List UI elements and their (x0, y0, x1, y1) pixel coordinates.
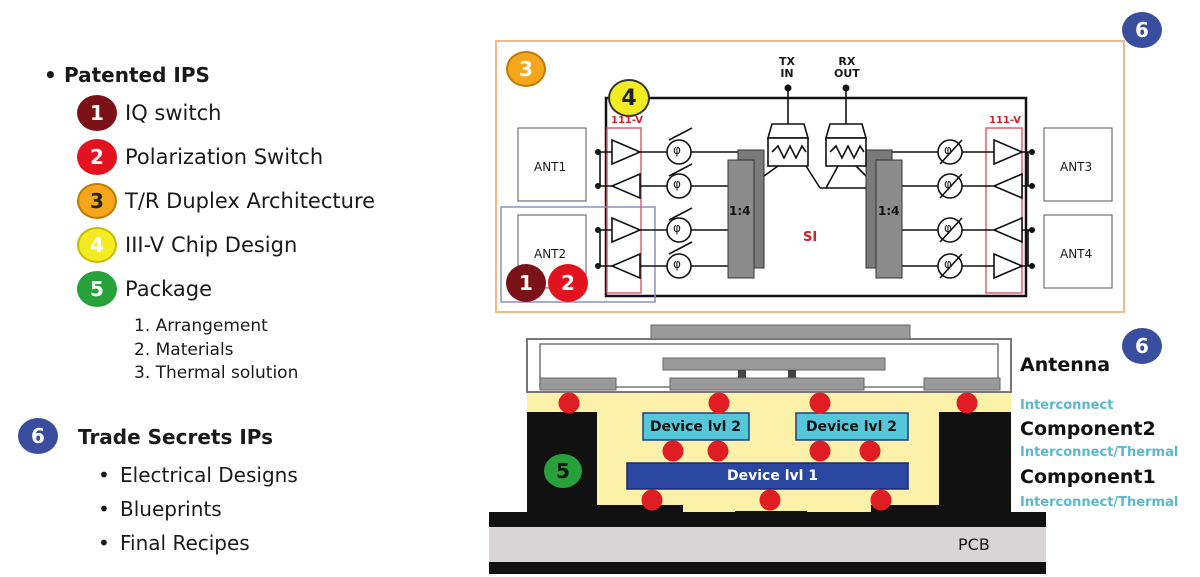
bullet-dot: • (98, 497, 110, 521)
badge-6-trade: 6 (18, 418, 58, 454)
package-sub-thermal: 3. Thermal solution (134, 363, 299, 383)
rx-label-line2: OUT (834, 67, 860, 80)
circuit-chip-outline (604, 96, 1028, 298)
badge-5: 5 (77, 271, 117, 307)
circuit-frame (495, 40, 1125, 313)
splitter-left (727, 159, 755, 279)
antenna-patch (662, 357, 886, 371)
pcb-label: PCB (958, 535, 990, 554)
ant2-label: ANT2 (534, 247, 567, 261)
phase-shifter-symbol: φ (944, 177, 952, 191)
pcb-bottom-layer (489, 562, 1046, 574)
antenna-via-left (738, 370, 746, 382)
device-level-2-right-label: Device lvl 2 (806, 419, 898, 435)
splitter-right (875, 159, 903, 279)
badge-3: 3 (77, 183, 117, 219)
legend-item-iii-v-chip: III-V Chip Design (125, 233, 298, 257)
bullet-dot: • (98, 463, 110, 487)
phase-shifter-symbol: φ (673, 143, 681, 157)
antenna-ground-right (923, 377, 1001, 391)
interconnect-thermal-label-2: Interconnect/Thermal (1020, 495, 1179, 510)
badge-3-circuit: 3 (506, 51, 546, 87)
ant4-label: ANT4 (1060, 247, 1093, 261)
antenna-via-right (788, 370, 796, 382)
badge-2: 2 (77, 139, 117, 175)
iii-v-region-left (606, 127, 642, 294)
solder-balls (558, 392, 978, 511)
iii-v-label-right: 111-V (989, 115, 1022, 126)
switch-highlight-box (500, 206, 656, 303)
antenna-label: Antenna (1020, 354, 1111, 376)
rx-label-line1: RX (838, 55, 856, 68)
phase-shifter-symbol: φ (944, 143, 952, 157)
tx-port-dot (784, 84, 792, 92)
splitter-left-label: 1:4 (729, 204, 751, 218)
antenna-box-ant3 (1043, 127, 1113, 202)
right-support-block (939, 412, 1011, 512)
badge-1-circuit: 1 (506, 264, 546, 302)
device-level-2-left (642, 412, 750, 441)
legend-item-tr-duplex: T/R Duplex Architecture (125, 189, 376, 213)
device-level-2-right (795, 412, 909, 441)
device-level-1-label: Device lvl 1 (727, 468, 819, 484)
badge-6-circuit: 6 (1122, 12, 1162, 48)
left-base-plate (527, 505, 683, 515)
center-base-plate (735, 511, 807, 521)
ant3-label: ANT3 (1060, 160, 1093, 174)
component1-label: Component1 (1020, 466, 1156, 488)
left-node-dots (595, 149, 601, 269)
tx-label-line2: IN (780, 67, 794, 80)
antenna-ground-left (539, 377, 617, 391)
pcb-body (489, 527, 1046, 562)
badge-2-circuit: 2 (548, 264, 588, 302)
legend-item-package: Package (125, 277, 213, 301)
device-level-1 (626, 462, 909, 490)
interconnect-thermal-label-1: Interconnect/Thermal (1020, 445, 1179, 460)
right-amplifier-chain (890, 138, 1032, 280)
trade-item-electrical: Electrical Designs (120, 463, 298, 487)
trade-item-recipes: Final Recipes (120, 531, 250, 555)
phase-shifter-symbol: φ (944, 257, 952, 271)
bullet-dot: • (44, 63, 57, 87)
phase-shifter-symbol: φ (673, 221, 681, 235)
phase-shifter-symbol: φ (944, 221, 952, 235)
component2-label: Component2 (1020, 418, 1156, 440)
tx-rx-routing (763, 88, 868, 189)
badge-4: 4 (77, 227, 117, 263)
badge-5-package: 5 (542, 452, 584, 490)
iii-v-label-left: 111-V (611, 115, 644, 126)
device-level-2-left-label: Device lvl 2 (650, 419, 742, 435)
tx-label-line1: TX (779, 55, 795, 68)
badge-4-circuit: 4 (608, 79, 650, 117)
package-sub-materials: 2. Materials (134, 340, 234, 360)
antenna-box-ant4 (1043, 214, 1113, 289)
phase-shifter-symbol: φ (673, 177, 681, 191)
antenna-box-ant1 (517, 127, 587, 202)
bullet-dot: • (98, 531, 110, 555)
phase-shifter-symbol: φ (673, 257, 681, 271)
left-amplifier-chain (596, 127, 740, 280)
badge-1: 1 (77, 95, 117, 131)
legend-item-iq-switch: IQ switch (125, 101, 222, 125)
antenna-top-plate (650, 324, 911, 340)
ant1-label: ANT1 (534, 160, 567, 174)
trade-secrets-heading: Trade Secrets IPs (78, 425, 273, 449)
antenna-ground-center (669, 377, 865, 391)
si-label: SI (803, 230, 818, 245)
right-node-dots (1029, 149, 1035, 269)
interconnect-label: Interconnect (1020, 398, 1114, 413)
trade-item-blueprints: Blueprints (120, 497, 222, 521)
splitter-right-label: 1:4 (878, 204, 900, 218)
patented-ips-heading: Patented IPS (64, 63, 210, 87)
rx-port-dot (842, 84, 850, 92)
iii-v-region-right (985, 127, 1023, 294)
package-sub-arrangement: 1. Arrangement (134, 316, 268, 336)
right-base-plate (871, 505, 1011, 515)
badge-6-package: 6 (1122, 328, 1162, 364)
legend-item-polarization-switch: Polarization Switch (125, 145, 324, 169)
